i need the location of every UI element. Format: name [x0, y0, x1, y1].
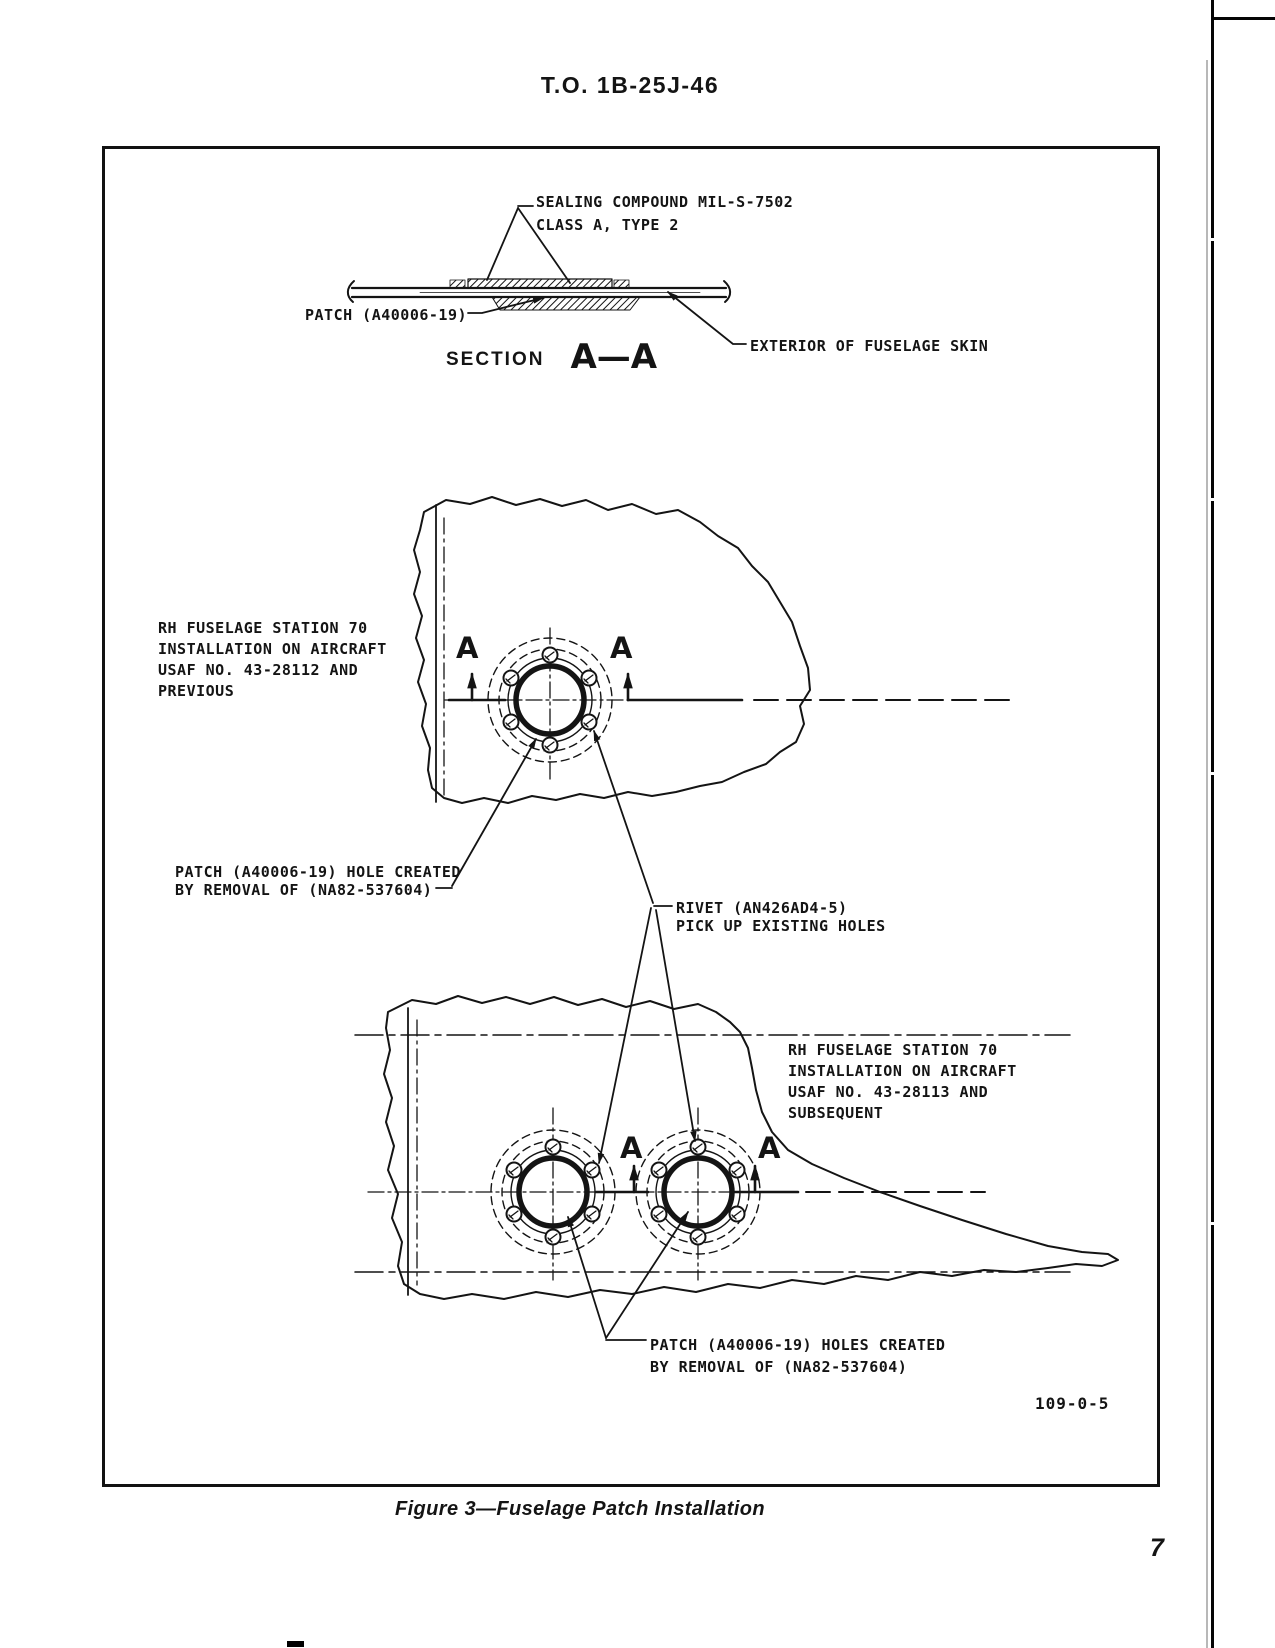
scan-line-gap: [1210, 772, 1215, 775]
rivet-label: RIVET (AN426AD4-5) PICK UP EXISTING HOLE…: [676, 899, 886, 935]
leader-lines: [435, 729, 697, 1341]
figure-caption: Figure 3—Fuselage Patch Installation: [394, 1498, 766, 1520]
sealing-compound-label: SEALING COMPOUND MIL-S-7502 CLASS A, TYP…: [536, 193, 794, 234]
figure-reference-number: 109-0-5: [1035, 1394, 1110, 1413]
upper-cut-letter-left: A: [456, 631, 479, 665]
upper-hole-label: PATCH (A40006-19) HOLE CREATED BY REMOVA…: [175, 863, 461, 899]
upper-station-label: RH FUSELAGE STATION 70 INSTALLATION ON A…: [158, 619, 387, 700]
exterior-skin-label: EXTERIOR OF FUSELAGE SKIN: [750, 337, 989, 355]
scan-line-gap: [1210, 238, 1215, 241]
ink-blot: [287, 1641, 304, 1647]
upper-installation-linework: [413, 496, 1013, 804]
lower-cut-letter-right: A: [758, 1131, 781, 1165]
patch-label: PATCH (A40006-19): [305, 306, 468, 324]
scan-line-gap: [1210, 1222, 1215, 1225]
lower-installation-linework: [354, 995, 1119, 1300]
section-aa-linework: [346, 205, 747, 345]
scan-edge-shadow: [1206, 60, 1208, 1648]
section-cut-letters: A—A: [570, 337, 658, 377]
page-number: 7: [1150, 1534, 1164, 1562]
scan-edge-tick: [1211, 17, 1275, 20]
lower-station-label: RH FUSELAGE STATION 70 INSTALLATION ON A…: [788, 1041, 1017, 1122]
figure-border: [102, 146, 1160, 1487]
section-word: SECTION: [446, 349, 545, 370]
section-title: SECTION A—A: [446, 340, 657, 374]
lower-cut-letter-left: A: [620, 1131, 643, 1165]
scan-line-gap: [1210, 498, 1215, 501]
lower-holes-label: PATCH (A40006-19) HOLES CREATED BY REMOV…: [650, 1336, 946, 1376]
page-header: T.O. 1B-25J-46: [540, 72, 720, 98]
scan-edge-line: [1211, 0, 1214, 1648]
upper-cut-letter-right: A: [610, 631, 633, 665]
